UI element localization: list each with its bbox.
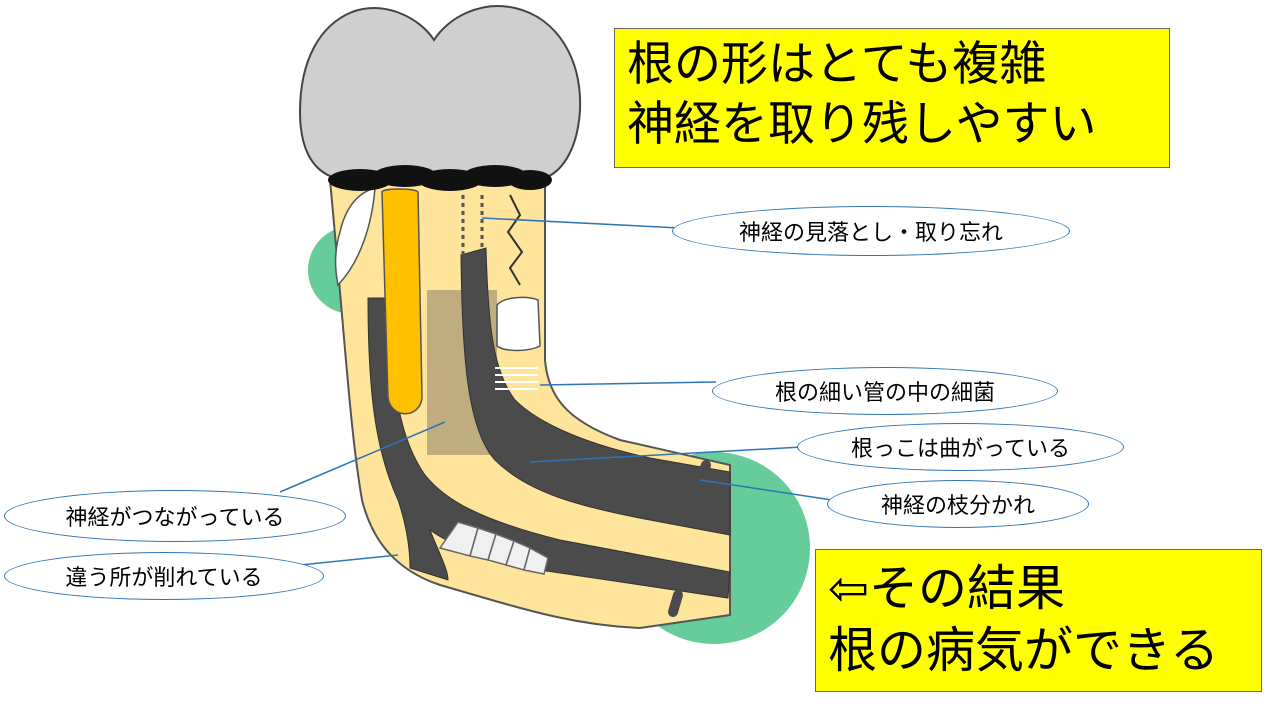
ledge-cut bbox=[438, 521, 549, 575]
bacteria-lines bbox=[495, 367, 538, 390]
headline-line1: 根の形はとても複雑 bbox=[627, 37, 1047, 92]
cavity-upper-left bbox=[334, 187, 376, 287]
callout-missed-nerve: 神経の見落とし・取り忘れ bbox=[672, 206, 1070, 256]
missed-nerve-zigzag bbox=[506, 194, 524, 286]
result-line1: ⇦その結果 bbox=[828, 560, 1066, 617]
callout-branching-nerve: 神経の枝分かれ bbox=[827, 480, 1089, 528]
white-patch bbox=[496, 296, 541, 352]
canal-branch-lower bbox=[668, 590, 683, 617]
callout-leaders bbox=[279, 217, 833, 566]
headline-box: 根の形はとても複雑 神経を取り残しやすい bbox=[614, 28, 1170, 168]
callout-wrong-cut: 違う所が削れている bbox=[4, 552, 324, 600]
result-line2: 根の病気ができる bbox=[828, 622, 1220, 679]
callout-bacteria: 根の細い管の中の細菌 bbox=[712, 367, 1058, 415]
crown-base bbox=[328, 165, 552, 191]
headline-line2: 神経を取り残しやすい bbox=[627, 97, 1097, 152]
callout-curved-root: 根っこは曲がっている bbox=[797, 423, 1124, 471]
callout-connected-nerve: 神経がつながっている bbox=[4, 490, 346, 542]
crown bbox=[298, 5, 582, 179]
result-box: ⇦その結果 根の病気ができる bbox=[815, 549, 1262, 692]
root-filling bbox=[381, 188, 423, 415]
